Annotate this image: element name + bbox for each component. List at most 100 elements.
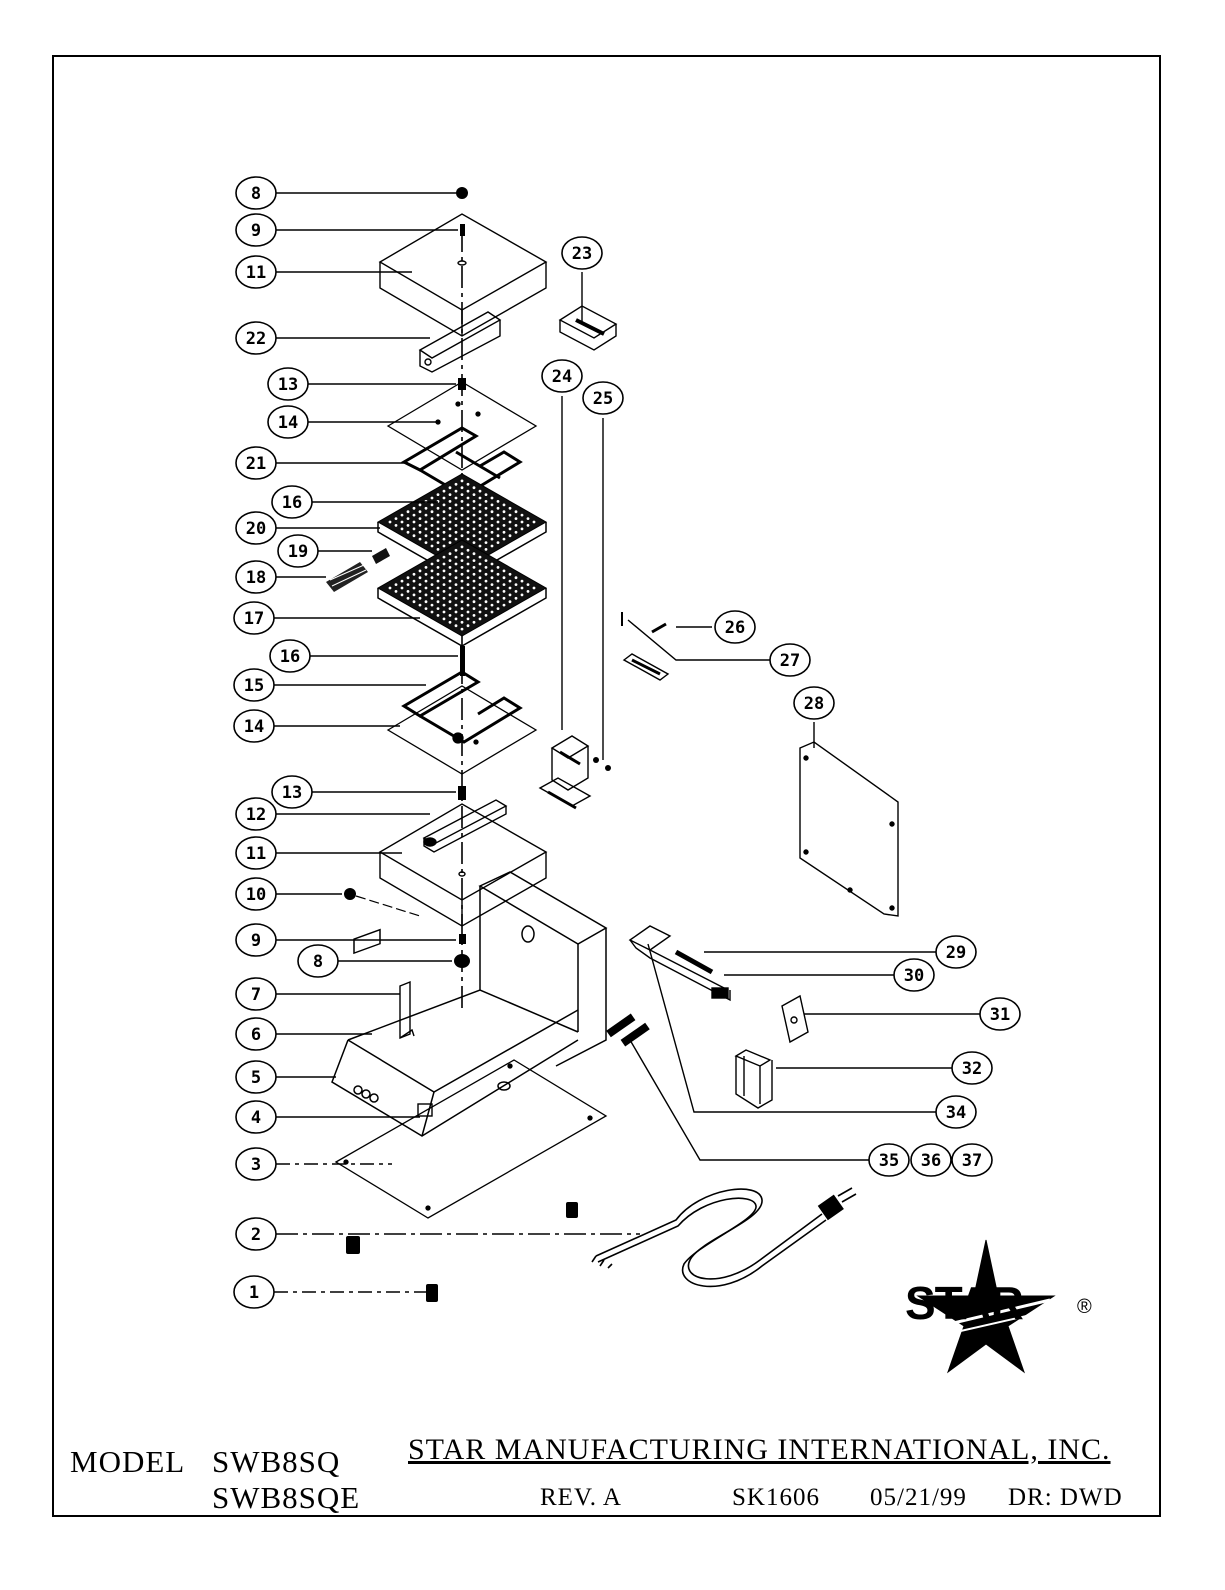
callout-11: 11 xyxy=(236,256,276,288)
callout-label: 3 xyxy=(251,1155,261,1175)
callout-label: 14 xyxy=(244,717,264,737)
registered-mark: ® xyxy=(1077,1296,1092,1319)
callout-20: 20 xyxy=(236,512,276,544)
callout-27: 27 xyxy=(770,644,810,676)
callout-label: 32 xyxy=(962,1059,982,1079)
control-bracket-part xyxy=(630,926,730,1000)
model-number-2: SWB8SQE xyxy=(212,1480,360,1516)
bracket-27-part xyxy=(624,654,668,680)
brand-logo: STAR xyxy=(905,1276,1023,1330)
callout-label: 9 xyxy=(251,221,261,241)
box-32-part xyxy=(736,1050,772,1108)
callout-label: 37 xyxy=(962,1151,982,1171)
foot-3 xyxy=(566,1202,578,1218)
callout-label: 12 xyxy=(246,805,266,825)
callout-14: 14 xyxy=(268,406,308,438)
screw-25-b xyxy=(605,765,611,771)
callout-26: 26 xyxy=(715,611,755,643)
callout-22: 22 xyxy=(236,322,276,354)
terminal-block-part xyxy=(560,306,616,350)
callout-30: 30 xyxy=(894,959,934,991)
callout-label: 19 xyxy=(288,542,308,562)
bottom-plate-part xyxy=(336,1060,606,1218)
callout-label: 1 xyxy=(249,1283,259,1303)
callout-label: 28 xyxy=(804,694,824,714)
callout-4: 4 xyxy=(236,1101,276,1133)
callout-29: 29 xyxy=(936,936,976,968)
callout-label: 35 xyxy=(879,1151,899,1171)
callout-label: 13 xyxy=(278,375,298,395)
knob-top xyxy=(456,187,468,199)
callout-15: 15 xyxy=(234,669,274,701)
callout-label: 16 xyxy=(280,647,300,667)
fuse-holder-part xyxy=(606,1014,650,1047)
callout-label: 8 xyxy=(313,952,323,972)
callout-8: 8 xyxy=(298,945,338,977)
callout-13: 13 xyxy=(268,368,308,400)
bracket-part-7 xyxy=(400,982,414,1038)
callout-label: 31 xyxy=(990,1005,1010,1025)
terminal-block-24-part xyxy=(540,736,590,808)
foot-base xyxy=(454,954,470,968)
handle-part xyxy=(326,548,390,592)
leader-lines xyxy=(272,193,980,1292)
spring-26 xyxy=(652,624,666,632)
callout-1: 1 xyxy=(234,1276,274,1308)
callout-label: 2 xyxy=(251,1225,261,1245)
model-number-1: SWB8SQ xyxy=(212,1444,340,1480)
callout-9: 9 xyxy=(236,214,276,246)
callout-label: 13 xyxy=(282,783,302,803)
callout-6: 6 xyxy=(236,1018,276,1050)
lower-housing-part xyxy=(380,804,546,926)
callout-label: 9 xyxy=(251,931,261,951)
callout-3: 3 xyxy=(236,1148,276,1180)
callout-5: 5 xyxy=(236,1061,276,1093)
screw-25-a xyxy=(593,757,599,763)
company-name: STAR MANUFACTURING INTERNATIONAL, INC. xyxy=(408,1433,1111,1467)
callout-label: 16 xyxy=(282,493,302,513)
drawing-date: 05/21/99 xyxy=(870,1484,967,1512)
foot-1 xyxy=(426,1284,438,1302)
callout-11: 11 xyxy=(236,837,276,869)
callout-label: 5 xyxy=(251,1068,261,1088)
callout-17: 17 xyxy=(234,602,274,634)
spacer-lower xyxy=(458,786,466,800)
model-label: MODEL xyxy=(70,1444,185,1480)
callout-2: 2 xyxy=(236,1218,276,1250)
callout-8: 8 xyxy=(236,177,276,209)
callout-34: 34 xyxy=(936,1096,976,1128)
callout-label: 4 xyxy=(251,1108,261,1128)
base-housing-part xyxy=(332,872,606,1136)
callout-14: 14 xyxy=(234,710,274,742)
callout-label: 11 xyxy=(246,844,266,864)
callout-label: 15 xyxy=(244,676,264,696)
callout-10: 10 xyxy=(236,878,276,910)
callout-label: 26 xyxy=(725,618,745,638)
power-cord-part xyxy=(592,1188,856,1286)
callout-24: 24 xyxy=(542,360,582,392)
callout-13: 13 xyxy=(272,776,312,808)
callout-label: 30 xyxy=(904,966,924,986)
revision-label: REV. A xyxy=(540,1484,622,1512)
callout-label: 23 xyxy=(572,244,592,264)
callout-16: 16 xyxy=(270,640,310,672)
callout-label: 24 xyxy=(552,367,572,387)
knob-side xyxy=(344,888,356,900)
lower-bracket-part xyxy=(424,800,506,852)
callout-28: 28 xyxy=(794,687,834,719)
callout-label: 10 xyxy=(246,885,266,905)
drawing-number: SK1606 xyxy=(732,1484,820,1512)
callout-12: 12 xyxy=(236,798,276,830)
callout-37: 37 xyxy=(952,1144,992,1176)
drafter-label: DR: DWD xyxy=(1008,1484,1123,1512)
callout-label: 8 xyxy=(251,184,261,204)
callout-label: 27 xyxy=(780,651,800,671)
callout-label: 7 xyxy=(251,985,261,1005)
side-panel-part xyxy=(800,742,898,916)
knob-side-leader xyxy=(356,896,420,916)
callout-label: 17 xyxy=(244,609,264,629)
callout-label: 20 xyxy=(246,519,266,539)
callout-9: 9 xyxy=(236,924,276,956)
